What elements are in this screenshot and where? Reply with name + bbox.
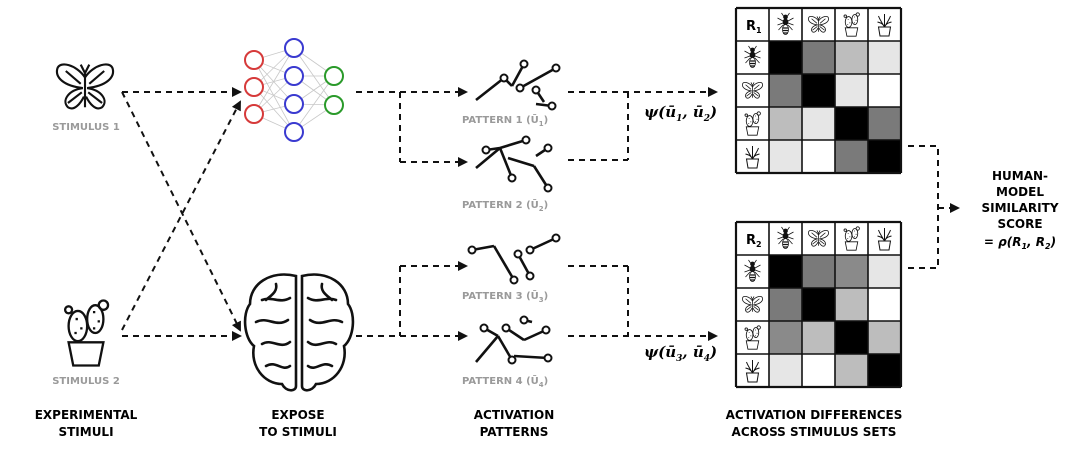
- score-line-2: MODEL: [996, 185, 1044, 199]
- pattern-arrows: [356, 87, 468, 341]
- m1-cell-1-3: [868, 74, 901, 107]
- output-neuron-2: [324, 95, 344, 115]
- caption-activation-differences: ACTIVATION DIFFERENCES: [726, 408, 903, 422]
- nn-connections: [253, 47, 335, 133]
- m2-label: R2: [746, 233, 762, 249]
- m1-cell-2-0: [769, 107, 802, 140]
- input-neuron-2: [244, 77, 264, 97]
- m2-cell-0-0: [769, 255, 802, 288]
- m1-cell-2-3: [868, 107, 901, 140]
- pattern-2-label: PATTERN 2 (Ū2): [462, 198, 548, 213]
- m1-col-bee-icon: [776, 12, 795, 36]
- m2-cell-1-3: [868, 288, 901, 321]
- m2-col-cactus-icon: [843, 226, 860, 251]
- pattern-3-label: PATTERN 3 (Ū3): [462, 289, 548, 304]
- m2-cell-1-1: [802, 288, 835, 321]
- score-line-4: SCORE: [997, 217, 1042, 231]
- m2-cell-2-1: [802, 321, 835, 354]
- m2-cell-1-2: [835, 288, 868, 321]
- m1-row-bee-icon: [743, 45, 762, 69]
- m1-row-plant-icon: [744, 145, 761, 169]
- stimulus-1-label: STIMULUS 1: [52, 122, 120, 133]
- matrix-r1: R1: [734, 6, 903, 175]
- m1-label: R1: [746, 19, 762, 35]
- m2-cell-2-0: [769, 321, 802, 354]
- pattern-4-graph: [475, 315, 553, 365]
- m1-cell-3-0: [769, 140, 802, 173]
- output-neuron-1: [324, 66, 344, 86]
- m1-row-butterfly-icon: [741, 81, 764, 99]
- m2-row-butterfly-icon: [741, 295, 764, 313]
- m2-cell-3-3: [868, 354, 901, 387]
- m1-cell-2-1: [802, 107, 835, 140]
- m1-cell-0-2: [835, 41, 868, 74]
- m2-cell-0-2: [835, 255, 868, 288]
- pattern-3-graph: [467, 233, 561, 285]
- m2-cell-2-2: [835, 321, 868, 354]
- caption-patterns: PATTERNS: [480, 425, 549, 439]
- m2-cell-0-1: [802, 255, 835, 288]
- caption-experimental: EXPERIMENTAL: [35, 408, 138, 422]
- m2-cell-3-1: [802, 354, 835, 387]
- hidden-neuron-1: [284, 38, 304, 58]
- input-neuron-3: [244, 104, 264, 124]
- hidden-neuron-4: [284, 122, 304, 142]
- stimulus-1-butterfly-icon: [55, 63, 115, 110]
- matrix-arrows: [568, 87, 960, 341]
- matrix-r2: R2: [734, 220, 903, 389]
- m1-col-cactus-icon: [843, 12, 860, 37]
- m2-row-plant-icon: [744, 359, 761, 383]
- neural-network-icon: [244, 38, 344, 142]
- stimulus-arrows: [121, 87, 242, 341]
- m1-cell-3-3: [868, 140, 901, 173]
- m1-cell-3-1: [802, 140, 835, 173]
- hidden-neuron-2: [284, 66, 304, 86]
- m1-cell-0-0: [769, 41, 802, 74]
- psi-top-formula: ψ(ū1, ū2): [644, 103, 717, 124]
- captions: EXPERIMENTAL STIMULI EXPOSE TO STIMULI A…: [35, 408, 903, 439]
- caption-activation: ACTIVATION: [474, 408, 554, 422]
- m2-col-plant-icon: [876, 227, 893, 251]
- m2-cell-2-3: [868, 321, 901, 354]
- m2-row-cactus-icon: [744, 325, 761, 350]
- m1-cell-1-0: [769, 74, 802, 107]
- m2-cell-1-0: [769, 288, 802, 321]
- m2-col-bee-icon: [776, 226, 795, 250]
- psi-bottom-formula: ψ(ū3, ū4): [644, 343, 717, 364]
- m1-cell-1-2: [835, 74, 868, 107]
- m2-cell-3-2: [835, 354, 868, 387]
- m1-cell-3-2: [835, 140, 868, 173]
- caption-across-sets: ACROSS STIMULUS SETS: [732, 425, 897, 439]
- caption-to-stimuli: TO STIMULI: [259, 425, 337, 439]
- m2-cell-0-3: [868, 255, 901, 288]
- m1-row-cactus-icon: [744, 111, 761, 136]
- hidden-neuron-3: [284, 94, 304, 114]
- caption-expose: EXPOSE: [271, 408, 324, 422]
- stimulus-2-label: STIMULUS 2: [52, 376, 120, 387]
- m2-cell-3-0: [769, 354, 802, 387]
- m2-col-butterfly-icon: [807, 229, 830, 247]
- pattern-1-graph: [475, 59, 561, 111]
- m1-col-butterfly-icon: [807, 15, 830, 33]
- stimulus-2-cactus-icon: [63, 299, 110, 367]
- similarity-score: HUMAN- MODEL SIMILARITY SCORE = ρ(R1, R2…: [981, 169, 1058, 251]
- caption-stimuli: STIMULI: [58, 425, 113, 439]
- brain-icon: [243, 273, 355, 392]
- m2-row-bee-icon: [743, 259, 762, 283]
- input-neuron-1: [244, 50, 264, 70]
- m1-cell-2-2: [835, 107, 868, 140]
- pattern-4-label: PATTERN 4 (Ū4): [462, 374, 548, 389]
- m1-cell-0-1: [802, 41, 835, 74]
- score-formula: = ρ(R1, R2): [984, 235, 1056, 251]
- m1-col-plant-icon: [876, 13, 893, 37]
- m1-cell-1-1: [802, 74, 835, 107]
- pattern-1-label: PATTERN 1 (Ū1): [462, 113, 548, 128]
- score-line-3: SIMILARITY: [981, 201, 1058, 215]
- score-line-1: HUMAN-: [992, 169, 1048, 183]
- pattern-2-graph: [475, 135, 553, 193]
- m1-cell-0-3: [868, 41, 901, 74]
